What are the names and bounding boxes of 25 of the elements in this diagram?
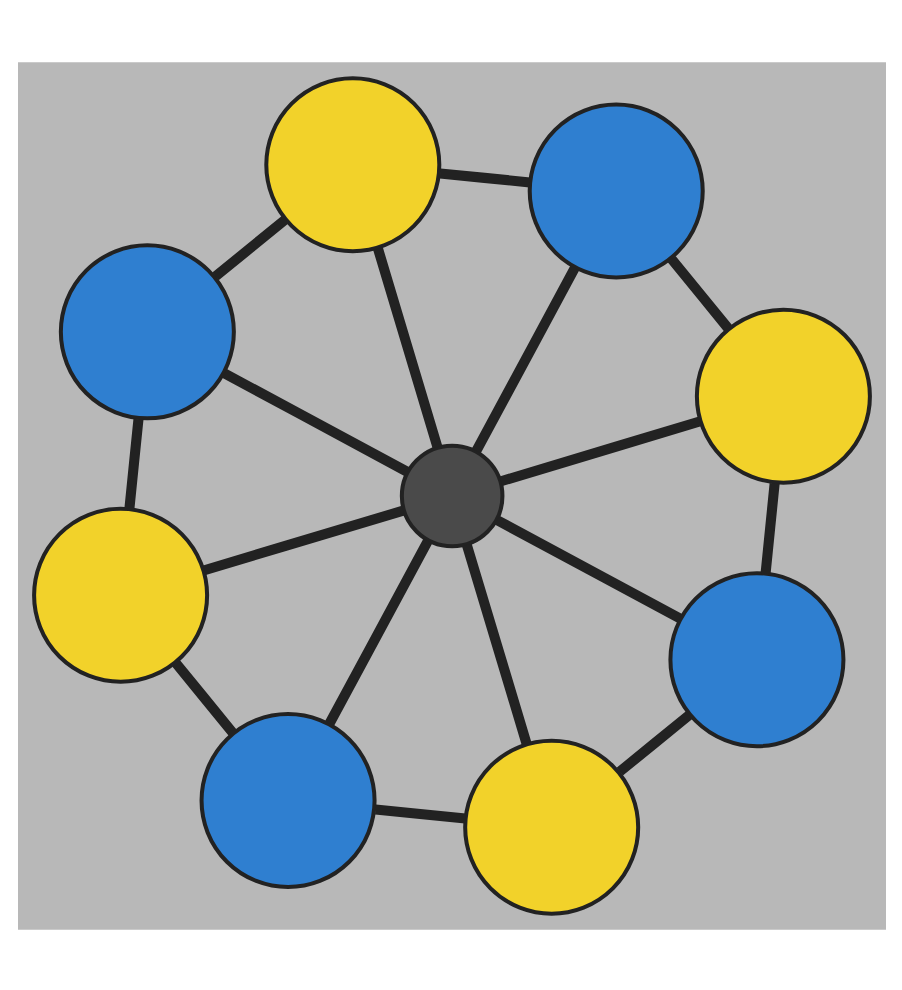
connector (461, 542, 531, 744)
node-circle (526, 101, 704, 279)
node-circle (667, 570, 845, 748)
connector (498, 415, 701, 486)
connector (373, 803, 465, 823)
connector (759, 482, 779, 573)
node-circle (462, 737, 640, 915)
node-circle (263, 75, 441, 253)
connector (372, 246, 442, 448)
connector (171, 659, 237, 736)
connector (202, 504, 404, 574)
node-circle (398, 442, 504, 548)
connector (211, 214, 288, 280)
connector (324, 537, 432, 725)
connector (221, 367, 409, 476)
connector (438, 167, 530, 187)
connector (615, 709, 692, 775)
connector (470, 264, 579, 453)
connector (666, 254, 732, 332)
connector (493, 514, 682, 622)
node-circle (31, 505, 209, 683)
node-circle (693, 306, 871, 484)
connector (123, 417, 143, 509)
node-circle (57, 242, 235, 420)
node-circle (198, 711, 376, 889)
